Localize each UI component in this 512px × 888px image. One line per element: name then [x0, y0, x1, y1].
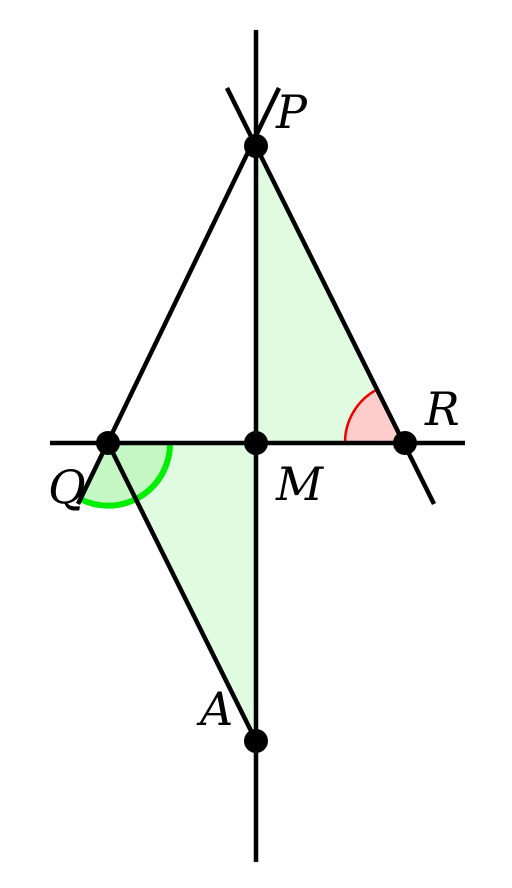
label-q: Q	[48, 460, 86, 514]
angle-q-arc	[78, 442, 174, 509]
segment-qa	[105, 441, 259, 743]
point-r	[393, 431, 417, 455]
point-p	[244, 134, 268, 158]
label-p: P	[275, 85, 308, 139]
label-m: M	[275, 457, 325, 511]
point-q	[96, 431, 120, 455]
angle-r-arc	[343, 387, 379, 444]
angle-r-marker	[344, 389, 405, 443]
label-r: R	[424, 382, 460, 436]
point-m	[244, 431, 268, 455]
label-a: A	[196, 682, 233, 736]
point-a	[244, 729, 268, 753]
